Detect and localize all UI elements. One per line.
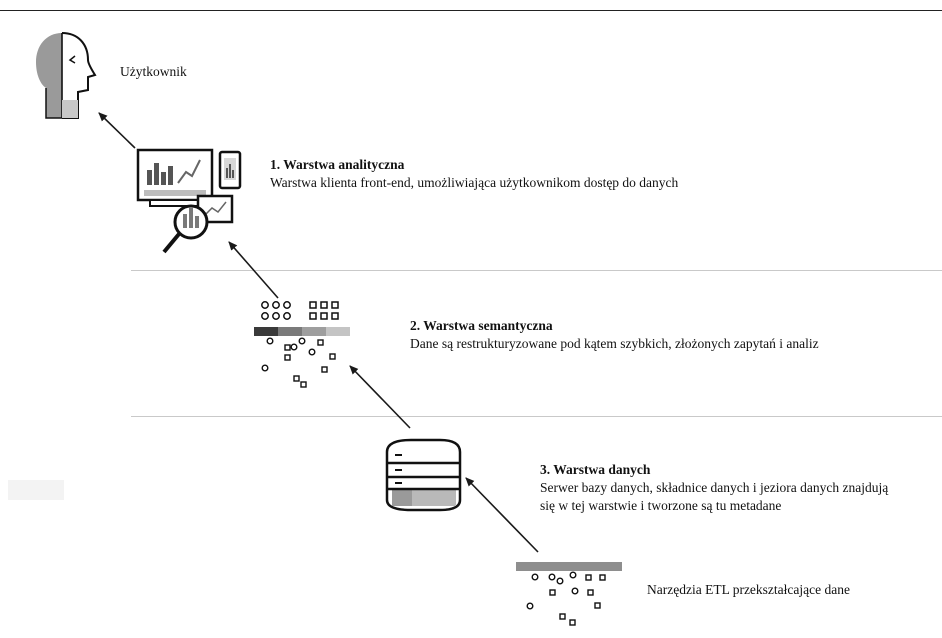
layer-2-description: Dane są restrukturyzowane pod kątem szyb… (410, 336, 819, 351)
layer-1-title: 1. Warstwa analityczna (270, 157, 405, 172)
divider-2 (131, 416, 942, 417)
arrow-analytics-to-user (98, 112, 136, 149)
arrow-semantic-to-analytics (228, 241, 279, 299)
divider-1 (131, 270, 942, 271)
layer-1-description: Warstwa klienta front-end, umożliwiająca… (270, 175, 679, 190)
top-rule (0, 10, 942, 11)
layer-3-title: 3. Warstwa danych (540, 462, 651, 477)
layer-3-description-line-1: Serwer bazy danych, składnice danych i j… (540, 480, 889, 495)
layer-2-title: 2. Warstwa semantyczna (410, 318, 553, 333)
arrow-data-to-semantic (349, 365, 411, 429)
layer-2-text: 2. Warstwa semantyczna Dane są restruktu… (410, 317, 819, 353)
database-icon (385, 438, 462, 512)
layer-3-text: 3. Warstwa danych Serwer bazy danych, sk… (540, 461, 888, 515)
etl-filter-icon (516, 562, 622, 626)
head-profile-icon (36, 32, 97, 119)
faint-block (8, 480, 64, 500)
layer-1-text: 1. Warstwa analityczna Warstwa klienta f… (270, 156, 678, 192)
analytics-devices-icon (136, 148, 242, 254)
user-label: Użytkownik (120, 64, 187, 79)
semantic-data-filter-icon (254, 301, 350, 388)
layer-3-description-line-2: się w tej warstwie i tworzone są tu meta… (540, 498, 782, 513)
arrow-etl-to-data (465, 477, 539, 553)
etl-label: Narzędzia ETL przekształcające dane (647, 582, 850, 597)
